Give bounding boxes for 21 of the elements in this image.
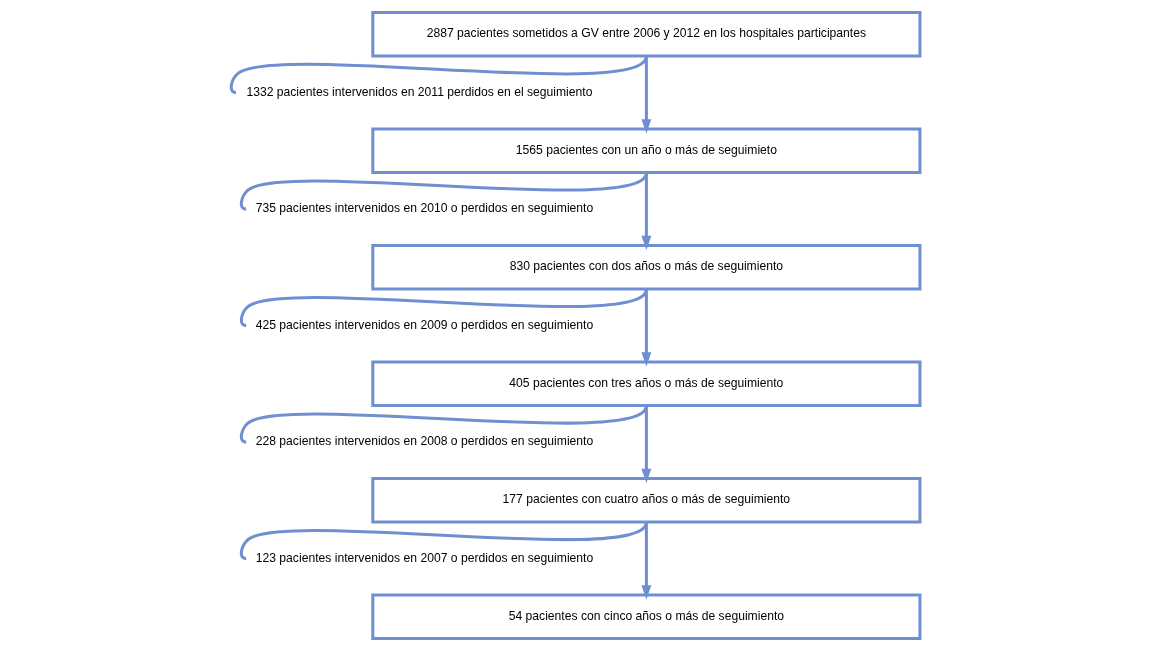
connector (239, 404, 648, 444)
node-text: 735 pacientes intervenidos en 2010 o perdidos en seguimiento (255, 201, 593, 216)
connector (239, 521, 648, 560)
node-text: 1332 pacientes intervenidos en 2011 perdidos en el seguimiento (245, 84, 592, 99)
node-text: 228 pacientes intervenidos en 2008 o perdidos en seguimiento (255, 434, 593, 449)
arrow (640, 289, 651, 367)
node-box: 405 pacientes con tres años o más de seguimiento (370, 360, 921, 408)
node-box: 1565 pacientes con un año o más de seguimieto (370, 127, 921, 174)
connector (229, 55, 648, 94)
arrow (640, 172, 651, 250)
node-box: 2887 pacientes sometidos a GV entre 2006 y 2012 en los hospitales participantes (370, 10, 921, 58)
node-text: 123 pacientes intervenidos en 2007 o perdidos en seguimiento (255, 550, 593, 565)
node-box: 54 pacientes con cinco años o más de seguimiento (370, 593, 921, 641)
arrow (640, 405, 651, 483)
node-text: 425 pacientes intervenidos en 2009 o perdidos en seguimiento (255, 317, 593, 332)
connector (239, 171, 648, 211)
connector (239, 288, 648, 327)
arrow (640, 56, 651, 134)
node-box: 830 pacientes con dos años o más de seguimiento (370, 243, 921, 291)
arrow (640, 522, 651, 600)
node-box: 177 pacientes con cuatro años o más de seguimiento (370, 477, 921, 524)
